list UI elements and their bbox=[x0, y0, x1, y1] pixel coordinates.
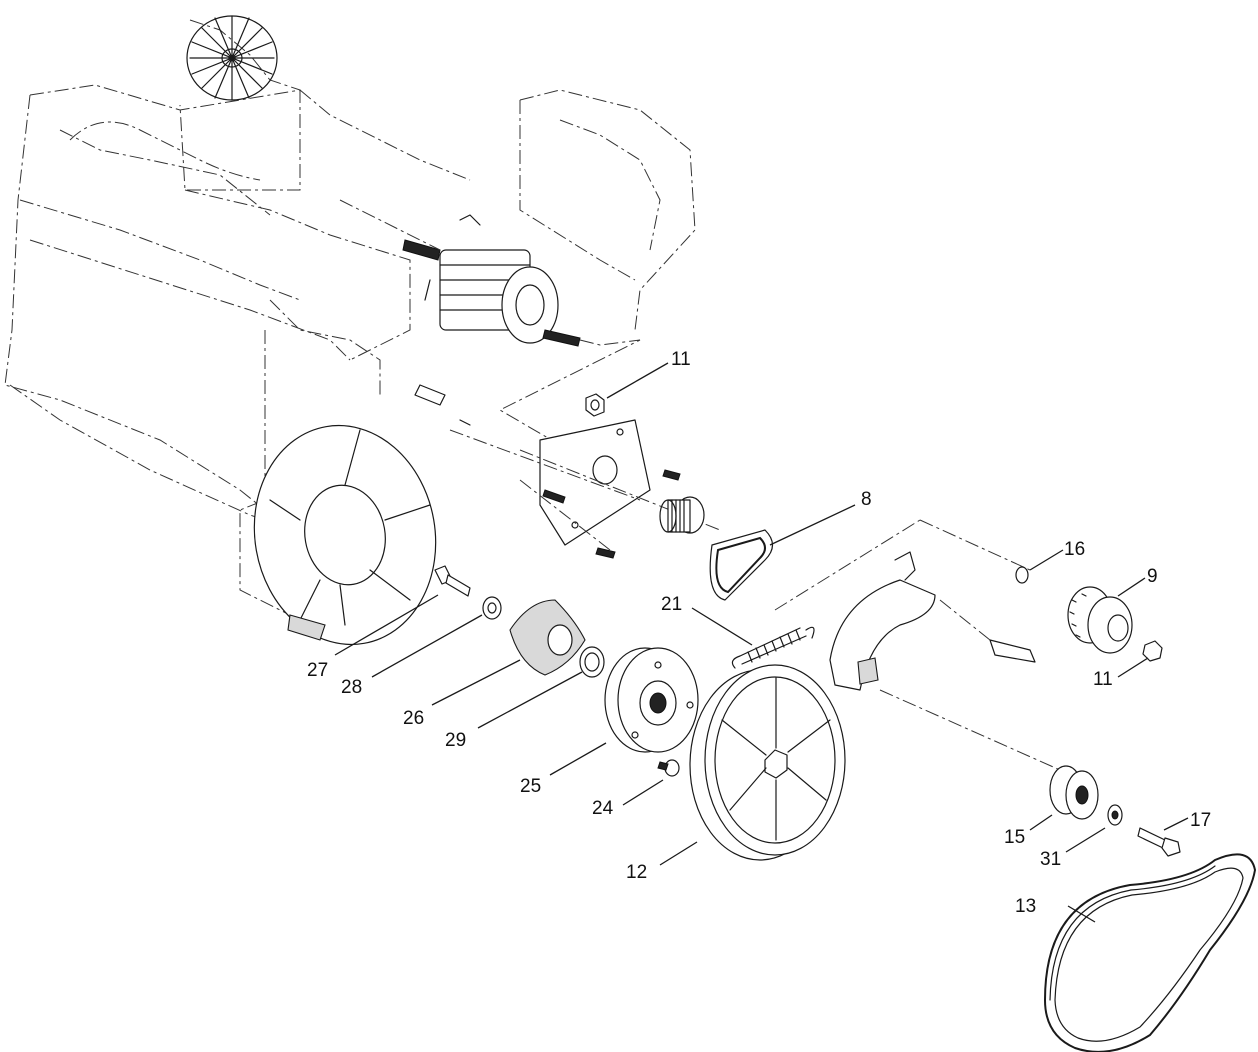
v-belt-13 bbox=[1043, 853, 1257, 1052]
idler-arm-bracket bbox=[774, 519, 1061, 771]
needle-bearing bbox=[659, 496, 705, 534]
extension-spring-21 bbox=[731, 626, 815, 669]
callout-9: 9 bbox=[1147, 566, 1158, 587]
bolt-17 bbox=[1137, 827, 1181, 857]
washer-29-hole bbox=[584, 652, 600, 672]
star-coupler-26 bbox=[509, 599, 586, 676]
shoulder-bolt-27 bbox=[434, 565, 471, 597]
washer-16 bbox=[1015, 566, 1029, 584]
callout-15: 15 bbox=[1004, 827, 1025, 848]
callout-27: 27 bbox=[307, 660, 328, 681]
callout-31: 31 bbox=[1040, 849, 1061, 870]
callout-labels: 11 8 16 9 11 21 27 28 26 29 25 24 12 15 … bbox=[307, 349, 1211, 917]
washer-28 bbox=[482, 596, 502, 620]
small-bolt bbox=[662, 469, 681, 481]
ball-bearing-15 bbox=[1049, 765, 1099, 820]
callout-26: 26 bbox=[403, 708, 424, 729]
callout-16: 16 bbox=[1064, 539, 1085, 560]
mounting-plate bbox=[414, 384, 721, 559]
callout-25: 25 bbox=[520, 776, 541, 797]
callout-24: 24 bbox=[592, 798, 614, 819]
callout-17: 17 bbox=[1190, 810, 1211, 831]
screw-24 bbox=[657, 759, 680, 777]
leader-lines bbox=[334, 362, 1189, 923]
washer-28-hole bbox=[487, 602, 497, 614]
callout-8: 8 bbox=[861, 489, 872, 510]
callout-11-right: 11 bbox=[1093, 669, 1113, 690]
impeller-fan bbox=[186, 15, 278, 101]
callout-13: 13 bbox=[1015, 896, 1036, 917]
drive-pulley-9 bbox=[1067, 586, 1133, 654]
hex-nut-11a bbox=[585, 393, 605, 417]
bearing-flange-25 bbox=[604, 647, 699, 753]
callout-28: 28 bbox=[341, 677, 362, 698]
callout-12: 12 bbox=[626, 862, 647, 883]
callout-11-top: 11 bbox=[671, 349, 691, 370]
motor-assembly bbox=[339, 199, 641, 446]
hex-nut-11b bbox=[1142, 640, 1163, 662]
callout-29: 29 bbox=[445, 730, 466, 751]
scroll-housing-left bbox=[253, 424, 437, 646]
callout-21: 21 bbox=[661, 594, 682, 615]
washer-29 bbox=[579, 646, 605, 678]
toothed-belt-8 bbox=[709, 529, 774, 601]
washer-31-hole bbox=[1111, 810, 1119, 820]
driven-pulley-12 bbox=[689, 664, 846, 861]
